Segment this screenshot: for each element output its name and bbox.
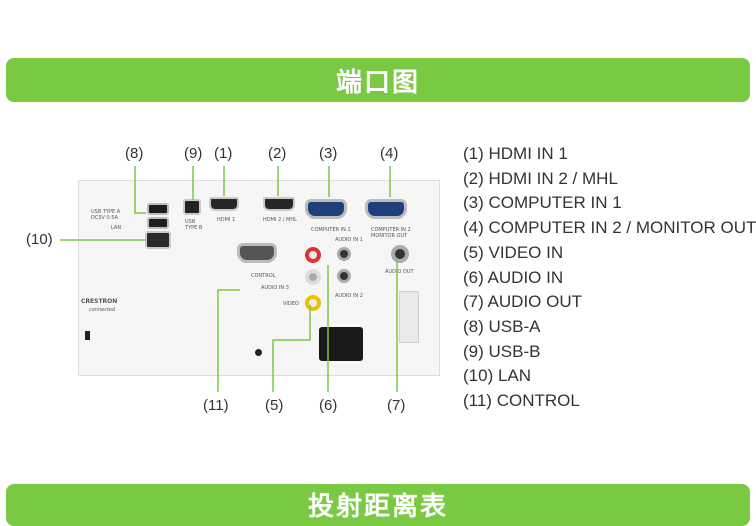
hdmi-2-label: HDMI 2 / MHL — [263, 217, 297, 223]
section-header-throw-distance: 投射距离表 — [6, 484, 750, 526]
legend-item: (10) LAN — [463, 366, 532, 386]
callout-5: (5) — [265, 397, 284, 414]
callout-10: (10) — [26, 231, 53, 248]
leader-5 — [272, 305, 311, 392]
video-label: VIDEO — [283, 301, 299, 307]
callout-8: (8) — [125, 145, 144, 162]
hdmi-1-port — [209, 197, 239, 211]
legend-item: (9) USB-B — [463, 341, 541, 361]
usb-type-a-label: USB TYPE A DC5V 0.5A — [91, 209, 121, 221]
audio-in-2-jack — [337, 269, 351, 283]
audio-in-2-label: AUDIO IN 2 — [335, 293, 363, 299]
audio-in-1-jack — [337, 247, 351, 261]
audio-in-1-label: AUDIO IN 1 — [335, 237, 363, 243]
callout-leader-lines — [60, 166, 398, 392]
computer-in-1-label: COMPUTER IN 1 — [311, 227, 351, 233]
computer-in-2-port — [365, 199, 407, 219]
legend-item: (3) COMPUTER IN 1 — [463, 193, 622, 213]
legend-item: (5) VIDEO IN — [463, 242, 564, 262]
audio-in-3-left-jack — [305, 269, 321, 285]
lan-label: LAN — [111, 225, 122, 231]
section-header-port-diagram: 端口图 — [6, 58, 750, 102]
panel-screw — [255, 349, 262, 356]
legend-item: (11) CONTROL — [463, 391, 580, 411]
audio-in-3-right-jack — [305, 247, 321, 263]
computer-in-2-label: COMPUTER IN 2 MONITOR OUT — [371, 227, 411, 239]
legend-item: (2) HDMI IN 2 / MHL — [463, 168, 618, 188]
callout-3: (3) — [319, 145, 338, 162]
port-legend-list: (1) HDMI IN 1 (2) HDMI IN 2 / MHL (3) CO… — [463, 142, 756, 414]
leader-11 — [217, 289, 240, 392]
leader-8 — [134, 166, 146, 214]
legend-item: (6) AUDIO IN — [463, 267, 564, 287]
callout-7: (7) — [387, 397, 406, 414]
callout-11: (11) — [203, 397, 229, 414]
control-label: CONTROL — [251, 273, 276, 279]
callout-9: (9) — [184, 145, 203, 162]
callout-1: (1) — [214, 145, 233, 162]
hdmi-2-port — [263, 197, 295, 211]
crestron-connected-text: connected — [89, 307, 116, 313]
audio-out-label: AUDIO OUT — [385, 269, 414, 275]
legend-item: (7) AUDIO OUT — [463, 292, 583, 312]
section-header-title: 端口图 — [335, 67, 420, 98]
control-port — [237, 243, 277, 263]
usb-b-port — [183, 199, 201, 215]
legend-item: (4) COMPUTER IN 2 / MONITOR OUT — [463, 218, 756, 238]
hdmi-1-label: HDMI 1 — [217, 217, 236, 223]
power-inlet — [319, 327, 363, 361]
video-in-jack — [305, 295, 321, 311]
usb-a-port-upper — [147, 203, 169, 215]
panel-foot-right — [399, 291, 419, 343]
callout-4: (4) — [380, 145, 399, 162]
legend-item: (8) USB-A — [463, 316, 541, 336]
legend-item: (1) HDMI IN 1 — [463, 144, 568, 163]
section-header-title-2: 投射距离表 — [307, 492, 448, 522]
usb-type-b-label: USB TYPE B — [185, 219, 203, 231]
computer-in-1-port — [305, 199, 347, 219]
callout-2: (2) — [268, 145, 287, 162]
kensington-slot — [85, 331, 90, 340]
callout-6: (6) — [319, 397, 338, 414]
audio-in-3-label: AUDIO IN 3 — [261, 285, 289, 291]
crestron-logo-text: CRESTRON — [81, 298, 118, 305]
usb-a-port-lower — [147, 217, 169, 229]
audio-out-jack — [391, 245, 409, 263]
